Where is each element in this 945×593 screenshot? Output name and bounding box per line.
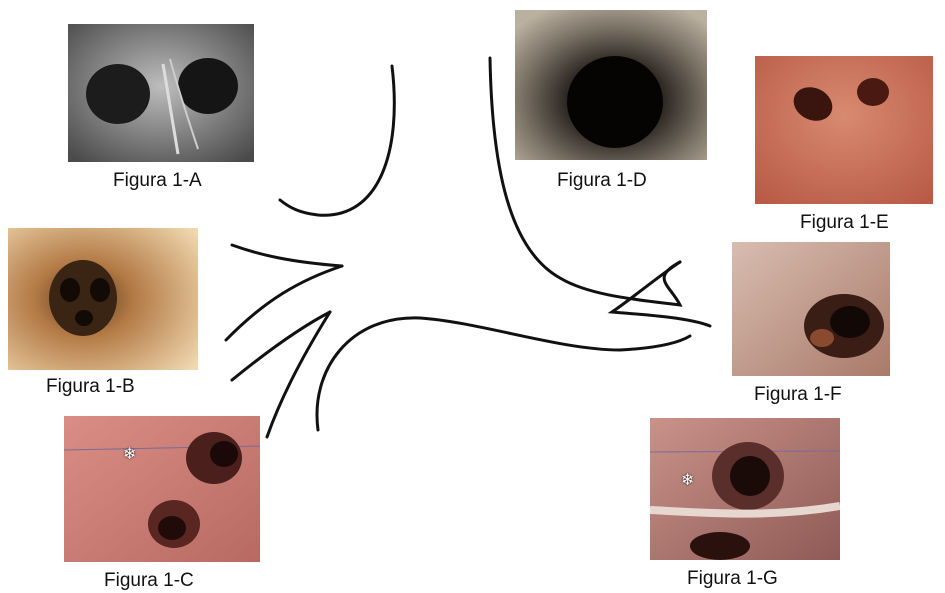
bronchoscopy-image-d (515, 10, 707, 160)
carina-lower-curve (317, 318, 690, 430)
left-branch-upper (232, 245, 342, 266)
caption-figure-c: Figura 1-C (104, 570, 194, 592)
bronchoscopy-image-a (68, 24, 254, 162)
caption-figure-d: Figura 1-D (557, 170, 647, 192)
caption-figure-b: Figura 1-B (46, 376, 135, 398)
bronchoscopy-image-c (64, 416, 260, 562)
caption-figure-a: Figura 1-A (113, 170, 202, 192)
bronchoscopy-image-f (732, 242, 890, 376)
bronchoscopy-image-e (755, 56, 933, 204)
caption-figure-g: Figura 1-G (687, 568, 778, 590)
left-branch-middle (226, 266, 342, 340)
caption-figure-e: Figura 1-E (800, 212, 889, 234)
bronchoscopy-image-g (650, 418, 840, 560)
bronchoscopy-image-b (8, 228, 198, 370)
left-main-wall-top (280, 66, 394, 215)
right-branch-upper (612, 262, 710, 326)
asterisk-marker-c: ❄ (123, 444, 136, 463)
caption-figure-f: Figura 1-F (754, 384, 842, 406)
asterisk-marker-g: ❄ (681, 470, 694, 489)
